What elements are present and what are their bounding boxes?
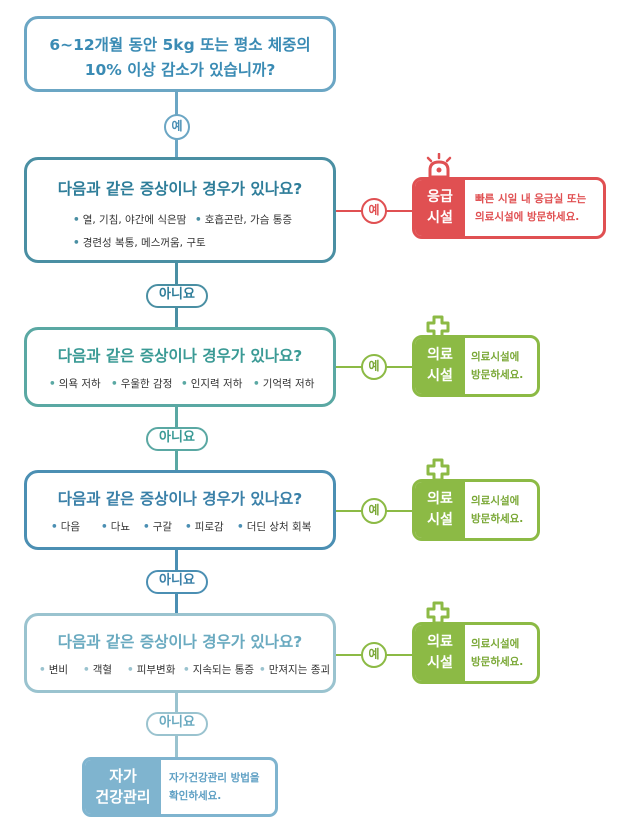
no-badge: 아니요	[146, 284, 208, 308]
symptom-bullet: •인지력 저하	[181, 378, 243, 390]
no-badge: 아니요	[146, 712, 208, 736]
symptom-bullet: •경련성 복통, 메스꺼움, 구토	[73, 237, 206, 249]
symptom-bullet: •만져지는 종괴	[259, 664, 331, 676]
question-title: 다음과 같은 증상이나 경우가 있나요?	[57, 490, 303, 508]
symptom-bullet: •기억력 저하	[253, 378, 315, 390]
no-badge: 아니요	[146, 570, 208, 594]
symptom-bullet: •의욕 저하	[49, 378, 101, 390]
symptom-bullet: •열, 기침, 야간에 식은땀	[73, 214, 187, 226]
question-title: 다음과 같은 증상이나 경우가 있나요?	[57, 347, 303, 365]
symptom-bullet: •더딘 상처 회복	[237, 521, 312, 533]
yes-badge: 예	[361, 642, 387, 668]
question-box-2: 다음과 같은 증상이나 경우가 있나요? •열, 기침, 야간에 식은땀 •호흡…	[24, 157, 336, 263]
question-box-3: 다음과 같은 증상이나 경우가 있나요? •의욕 저하 •우울한 감정 •인지력…	[24, 327, 336, 407]
question-title: 다음과 같은 증상이나 경우가 있나요?	[57, 180, 303, 198]
question-box-4: 다음과 같은 증상이나 경우가 있나요? •다음 •다뇨 •구갈 •피로감 •더…	[24, 470, 336, 550]
symptom-bullet: •객혈	[83, 664, 113, 676]
start-question-box: 6~12개월 동안 5kg 또는 평소 체중의 10% 이상 감소가 있습니까?	[24, 16, 336, 92]
yes-badge: 예	[361, 198, 387, 224]
yes-badge: 예	[361, 498, 387, 524]
symptom-bullet: •구갈	[143, 521, 173, 533]
start-question-line1: 6~12개월 동안 5kg 또는 평소 체중의	[49, 36, 311, 54]
symptom-bullet: •피로감	[185, 521, 224, 533]
symptom-bullet: •피부변화	[127, 664, 176, 676]
symptom-bullet: •변비	[39, 664, 69, 676]
symptom-bullet: •다뇨	[101, 521, 131, 533]
siren-icon	[426, 153, 452, 179]
yes-badge: 예	[361, 354, 387, 380]
symptom-bullet: •다음	[51, 521, 81, 533]
question-box-5: 다음과 같은 증상이나 경우가 있나요? •변비 •객혈 •피부변화 •지속되는…	[24, 613, 336, 693]
symptom-bullet: •호흡곤란, 가슴 통증	[195, 214, 293, 226]
question-title: 다음과 같은 증상이나 경우가 있나요?	[57, 633, 303, 651]
symptom-bullet: •우울한 감정	[111, 378, 173, 390]
start-question-line2: 10% 이상 감소가 있습니까?	[84, 61, 276, 79]
symptom-bullet: •지속되는 통증	[183, 664, 255, 676]
no-badge: 아니요	[146, 427, 208, 451]
yes-badge: 예	[164, 114, 190, 140]
